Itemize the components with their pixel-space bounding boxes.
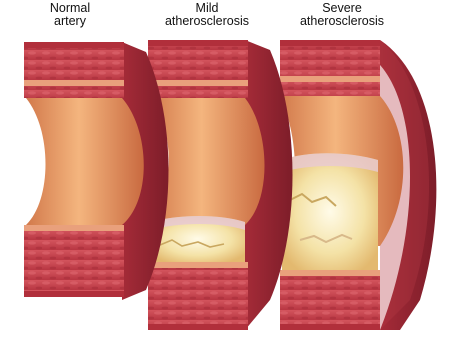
normal-artery-segment	[24, 42, 169, 300]
label-mild-atherosclerosis: Mild atherosclerosis	[142, 2, 272, 28]
label-severe-atherosclerosis: Severe atherosclerosis	[272, 2, 412, 28]
severe-artery-segment	[280, 40, 436, 330]
mild-artery-segment	[148, 40, 293, 330]
label-normal-artery: Normal artery	[10, 2, 130, 28]
watermark: TrinovisA	[70, 305, 136, 322]
severe-plaque	[282, 153, 378, 270]
